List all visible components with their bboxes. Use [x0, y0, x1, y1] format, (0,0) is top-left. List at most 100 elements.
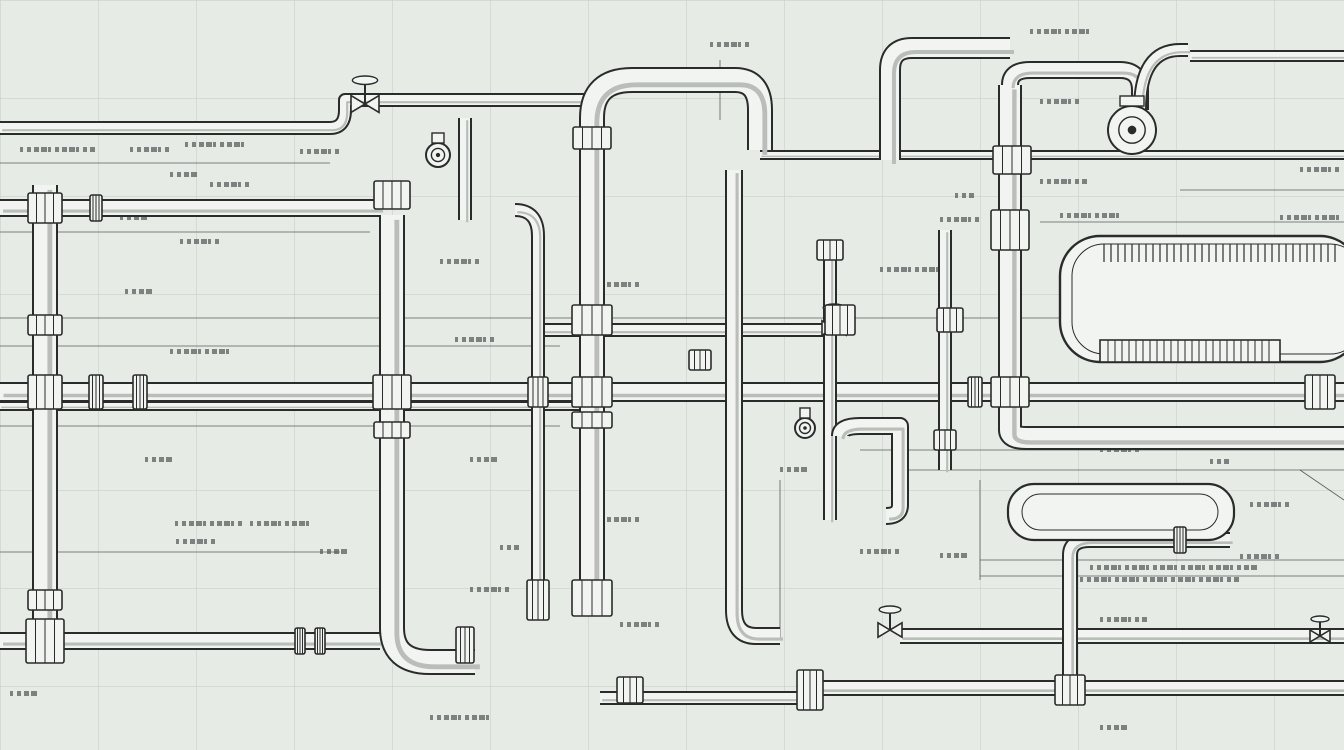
pipe-flange [796, 669, 824, 711]
pump-top-right [1107, 95, 1157, 155]
pipe-flange [936, 307, 964, 333]
header-top [0, 93, 593, 135]
pipe-flange [992, 145, 1032, 175]
riser-center-thin [514, 203, 545, 603]
annotation-mark [710, 42, 749, 47]
riser-left [32, 185, 58, 650]
annotation-marks [10, 29, 1339, 730]
annotation-mark [20, 147, 95, 152]
annotation-mark [500, 545, 519, 550]
pipe-flange [1304, 374, 1336, 410]
pipe-flange [572, 126, 612, 150]
annotation-mark [880, 267, 939, 272]
pipe-flange [1054, 674, 1086, 706]
annotation-mark [455, 337, 494, 342]
annotation-mark [440, 259, 479, 264]
pipe-flange [373, 421, 411, 439]
annotation-mark [175, 521, 242, 526]
pipe-flange [27, 192, 63, 224]
annotation-mark [180, 239, 219, 244]
annotation-mark [1080, 577, 1239, 582]
annotation-mark [1040, 179, 1087, 184]
pipe-flange [933, 429, 957, 451]
pipe-flange [89, 194, 103, 222]
annotation-mark [1240, 554, 1279, 559]
annotation-mark [170, 172, 197, 177]
riser-right-a [998, 85, 1344, 450]
valve-right-lower [1309, 615, 1331, 644]
annotation-mark [940, 553, 967, 558]
valve-bottom [877, 605, 903, 639]
annotation-mark [210, 182, 249, 187]
header-main [0, 382, 1344, 402]
pipe-flange [526, 579, 550, 621]
loop-bottom-right [1006, 482, 1236, 542]
annotation-mark [470, 587, 509, 592]
riser-center-left [379, 215, 480, 675]
pipe-flange [455, 626, 475, 664]
annotation-mark [320, 549, 347, 554]
loop-center-inner [725, 170, 784, 645]
pipe-flange [27, 314, 63, 336]
pipe-flange [372, 374, 412, 410]
annotation-mark [145, 457, 172, 462]
pipe-flange [688, 349, 712, 371]
annotation-mark [1100, 617, 1147, 622]
annotation-mark [1280, 215, 1339, 220]
pipe-flange [816, 239, 844, 261]
annotation-mark [176, 539, 215, 544]
pipe-flange [294, 627, 306, 655]
annotation-mark [430, 715, 489, 720]
pump-bottom-right [794, 407, 816, 439]
pipe-flange [990, 209, 1030, 251]
header-bottom-right [900, 628, 1344, 644]
pipe-flange [990, 376, 1030, 408]
annotation-mark [1300, 167, 1339, 172]
riser-center-right [823, 250, 837, 523]
annotation-mark [620, 622, 659, 627]
annotation-mark [130, 147, 169, 152]
valve-left [350, 75, 380, 114]
pipe-flange [967, 376, 983, 408]
pipe-flange [25, 618, 65, 664]
annotation-mark [780, 467, 807, 472]
annotation-mark [1090, 565, 1257, 570]
annotation-mark [1060, 213, 1119, 218]
annotation-mark [1040, 99, 1079, 104]
annotation-mark [170, 349, 229, 354]
pipe-flange [824, 304, 856, 336]
pipe-flange [571, 411, 613, 429]
header-right-thin [760, 150, 1344, 160]
pipe-flange [314, 627, 326, 655]
pipe-flange [132, 374, 148, 410]
annotation-mark [470, 457, 497, 462]
pipe-flange [571, 376, 613, 408]
annotation-mark [940, 217, 979, 222]
equipment [25, 75, 1344, 711]
pipe-flange [571, 304, 613, 336]
pipe-flange [27, 589, 63, 611]
annotation-mark [1100, 725, 1127, 730]
annotation-mark [1250, 502, 1289, 507]
annotation-mark [1210, 459, 1229, 464]
annotation-mark [125, 289, 152, 294]
loop-center [579, 67, 773, 605]
pipe-flange [88, 374, 104, 410]
pipe-flange [27, 374, 63, 410]
riser-right-tall [879, 37, 1014, 164]
annotation-mark [10, 691, 37, 696]
pump-center [425, 132, 451, 168]
tank-right [1058, 234, 1344, 364]
pipe-flange [1173, 526, 1187, 554]
annotation-mark [120, 215, 147, 220]
annotation-mark [1030, 29, 1089, 34]
annotation-mark [860, 549, 899, 554]
pipe-flange [527, 376, 549, 408]
pipe-flange [571, 579, 613, 617]
annotation-mark [250, 521, 309, 526]
pipe-flange [616, 676, 644, 704]
annotation-mark [955, 193, 974, 198]
header-upper [0, 199, 384, 217]
